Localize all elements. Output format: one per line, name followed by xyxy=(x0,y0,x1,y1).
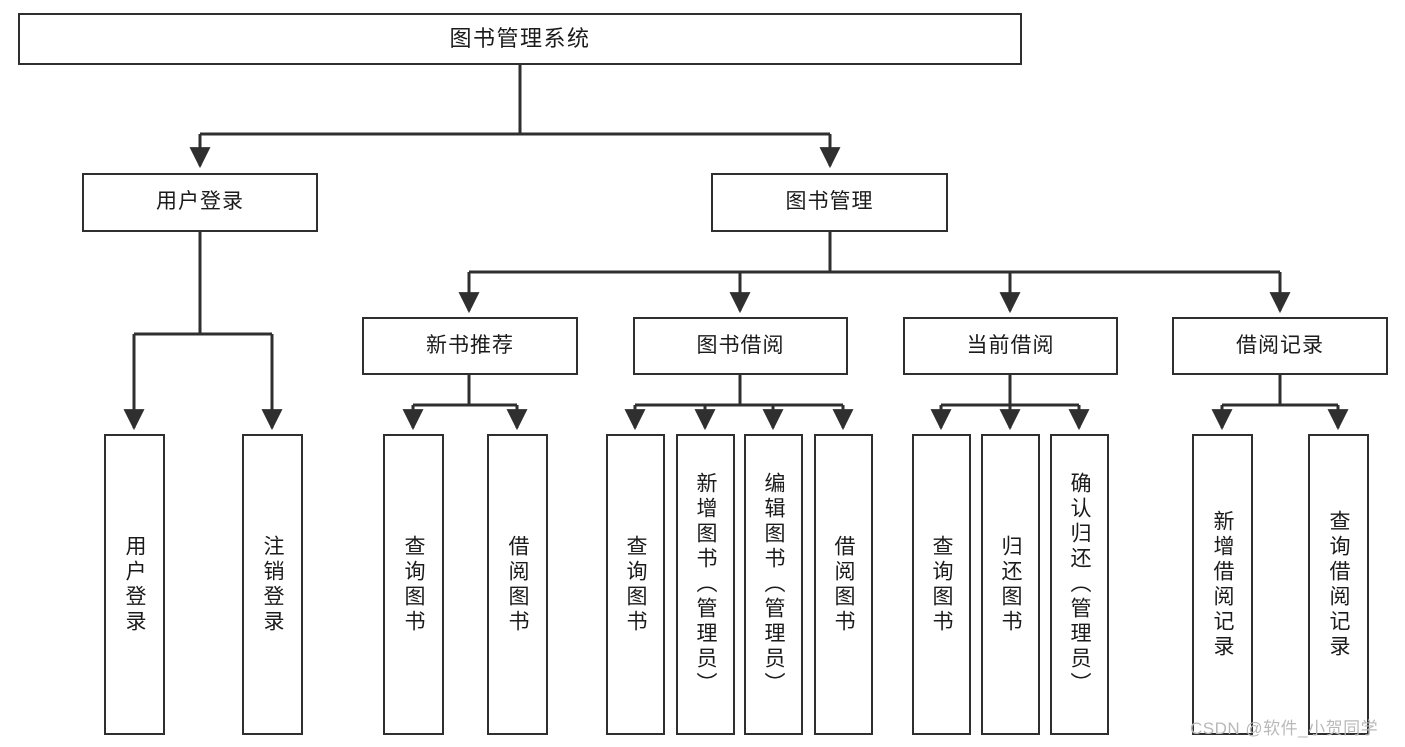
leaf-current-confirm-return[interactable]: 确认归还（管理员） xyxy=(1050,434,1109,735)
node-current-borrow-label: 当前借阅 xyxy=(966,333,1055,357)
node-new-book-recommend[interactable]: 新书推荐 xyxy=(362,317,578,375)
node-current-borrow[interactable]: 当前借阅 xyxy=(903,317,1118,375)
node-book-borrow-label: 图书借阅 xyxy=(696,333,785,357)
leaf-record-add[interactable]: 新增借阅记录 xyxy=(1192,434,1253,735)
node-new-book-recommend-label: 新书推荐 xyxy=(426,333,514,357)
leaf-borrow-edit-book[interactable]: 编辑图书（管理员） xyxy=(744,434,803,735)
node-borrow-record[interactable]: 借阅记录 xyxy=(1172,317,1388,375)
leaf-current-return-book-label: 归还图书 xyxy=(999,534,1022,635)
leaf-borrow-borrow-book[interactable]: 借阅图书 xyxy=(814,434,873,735)
leaf-borrow-query-book[interactable]: 查询图书 xyxy=(606,434,665,735)
leaf-borrow-edit-book-label: 编辑图书（管理员） xyxy=(762,472,785,697)
node-book-borrow[interactable]: 图书借阅 xyxy=(633,317,848,375)
node-user-login-label: 用户登录 xyxy=(156,190,244,214)
node-root-label: 图书管理系统 xyxy=(449,26,591,52)
leaf-borrow-query-book-label: 查询图书 xyxy=(624,534,647,635)
leaf-new-book-borrow-label: 借阅图书 xyxy=(506,534,529,635)
leaf-user-login-logout[interactable]: 注销登录 xyxy=(242,434,303,735)
leaf-current-return-book[interactable]: 归还图书 xyxy=(981,434,1040,735)
node-book-management-label: 图书管理 xyxy=(785,190,874,214)
leaf-borrow-add-book-label: 新增图书（管理员） xyxy=(694,472,717,697)
leaf-user-login-login[interactable]: 用户登录 xyxy=(104,434,165,735)
leaf-record-query[interactable]: 查询借阅记录 xyxy=(1308,434,1369,735)
leaf-new-book-query-label: 查询图书 xyxy=(402,534,425,635)
node-root[interactable]: 图书管理系统 xyxy=(18,13,1022,65)
leaf-borrow-add-book[interactable]: 新增图书（管理员） xyxy=(676,434,735,735)
leaf-borrow-borrow-book-label: 借阅图书 xyxy=(832,534,855,635)
leaf-current-query-book[interactable]: 查询图书 xyxy=(912,434,971,735)
leaf-record-query-label: 查询借阅记录 xyxy=(1327,509,1350,660)
node-book-management[interactable]: 图书管理 xyxy=(711,173,948,232)
leaf-user-login-login-label: 用户登录 xyxy=(123,534,146,635)
leaf-record-add-label: 新增借阅记录 xyxy=(1211,509,1234,660)
node-user-login[interactable]: 用户登录 xyxy=(82,173,318,232)
leaf-current-query-book-label: 查询图书 xyxy=(930,534,953,635)
node-borrow-record-label: 借阅记录 xyxy=(1236,333,1324,357)
leaf-new-book-query[interactable]: 查询图书 xyxy=(383,434,444,735)
leaf-user-login-logout-label: 注销登录 xyxy=(261,534,284,635)
leaf-new-book-borrow[interactable]: 借阅图书 xyxy=(487,434,548,735)
leaf-current-confirm-return-label: 确认归还（管理员） xyxy=(1068,472,1091,697)
